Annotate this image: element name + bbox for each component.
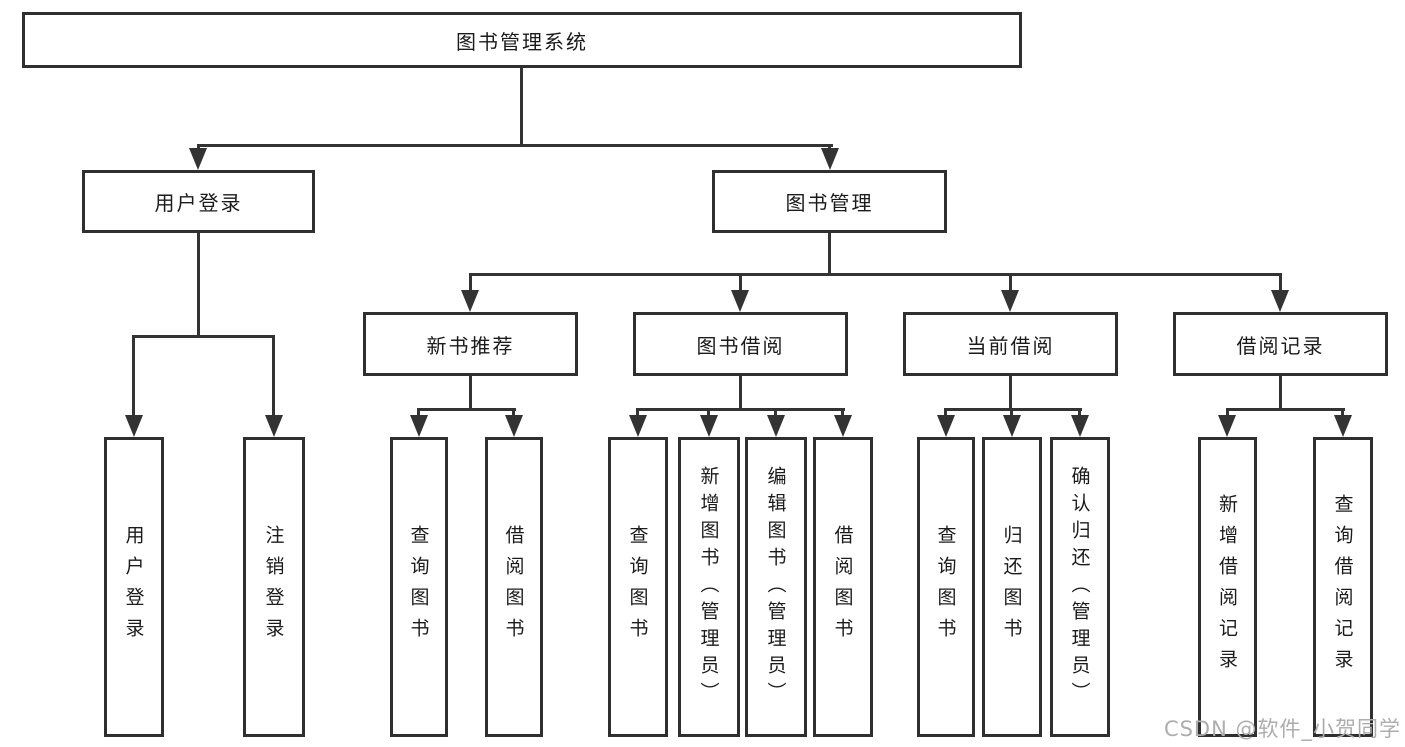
connector-borrowing-stem <box>739 376 742 408</box>
node-current-borrowing: 当前借阅 <box>903 312 1118 376</box>
connector-borrowing-drop-1 <box>636 408 639 419</box>
arrow-down-icon <box>505 415 523 437</box>
connector-newbook-drop-1 <box>417 408 420 419</box>
connector-records-drop-1 <box>1226 408 1229 419</box>
leaf-user-login: 用户登录 <box>104 437 164 737</box>
node-book-management-system: 图书管理系统 <box>22 12 1022 68</box>
arrow-down-icon <box>461 290 479 312</box>
node-borrowing-records: 借阅记录 <box>1173 312 1388 376</box>
connector-root-bar <box>197 144 833 147</box>
arrow-down-icon <box>731 290 749 312</box>
leaf-confirm-return-admin: 确认归还（管理员） <box>1050 437 1110 737</box>
node-book-borrowing: 图书借阅 <box>633 312 848 376</box>
connector-root-stem <box>520 68 523 144</box>
leaf-add-book-admin: 新增图书（管理员） <box>678 437 740 737</box>
leaf-add-borrow-record: 新增借阅记录 <box>1198 437 1257 737</box>
arrow-down-icon <box>1334 415 1352 437</box>
connector-newbook-bar <box>417 408 516 411</box>
connector-borrowing-drop-4 <box>841 408 844 419</box>
leaf-borrow-books-recommend: 借阅图书 <box>485 437 543 737</box>
leaf-logout: 注销登录 <box>243 437 305 737</box>
connector-book-mgmt-drop-2 <box>739 273 742 294</box>
connector-borrowing-drop-2 <box>707 408 710 419</box>
arrow-down-icon <box>1001 290 1019 312</box>
leaf-borrow-books-borrowing: 借阅图书 <box>813 437 873 737</box>
leaf-edit-book-admin: 编辑图书（管理员） <box>745 437 807 737</box>
connector-book-mgmt-bar <box>469 273 1282 276</box>
arrow-down-icon <box>700 415 718 437</box>
connector-current-drop-2 <box>1010 408 1013 419</box>
node-user-login: 用户登录 <box>82 170 315 233</box>
leaf-query-books-current: 查询图书 <box>917 437 975 737</box>
node-new-book-recommend: 新书推荐 <box>363 312 578 376</box>
arrow-down-icon <box>1071 415 1089 437</box>
leaf-return-books: 归还图书 <box>982 437 1042 737</box>
arrow-down-icon <box>937 415 955 437</box>
leaf-query-borrow-record: 查询借阅记录 <box>1313 437 1373 737</box>
node-book-management: 图书管理 <box>712 170 947 233</box>
connector-book-mgmt-drop-1 <box>469 273 472 294</box>
leaf-query-books-recommend: 查询图书 <box>390 437 448 737</box>
arrow-down-icon <box>834 415 852 437</box>
connector-current-stem <box>1009 376 1012 408</box>
connector-records-stem <box>1279 376 1282 408</box>
connector-user-login-stem <box>197 233 200 335</box>
arrow-down-icon <box>410 415 428 437</box>
arrow-down-icon <box>125 415 143 437</box>
connector-user-login-drop-2 <box>272 335 275 419</box>
connector-borrowing-bar <box>636 408 845 411</box>
arrow-down-icon <box>189 148 207 170</box>
connector-borrowing-drop-3 <box>774 408 777 419</box>
arrow-down-icon <box>1218 415 1236 437</box>
connector-book-mgmt-drop-3 <box>1009 273 1012 294</box>
connector-current-drop-1 <box>944 408 947 419</box>
arrow-down-icon <box>821 148 839 170</box>
connector-records-bar <box>1226 408 1345 411</box>
arrow-down-icon <box>1271 290 1289 312</box>
arrow-down-icon <box>1003 415 1021 437</box>
connector-records-drop-2 <box>1341 408 1344 419</box>
arrow-down-icon <box>629 415 647 437</box>
leaf-query-books-borrowing: 查询图书 <box>608 437 668 737</box>
connector-newbook-stem <box>469 376 472 408</box>
connector-book-mgmt-drop-4 <box>1279 273 1282 294</box>
connector-user-login-bar <box>132 335 275 338</box>
csdn-watermark: CSDN @软件_小贺同学 <box>1163 717 1401 741</box>
arrow-down-icon <box>767 415 785 437</box>
connector-newbook-drop-2 <box>512 408 515 419</box>
connector-current-bar <box>944 408 1082 411</box>
connector-user-login-drop-1 <box>132 335 135 419</box>
arrow-down-icon <box>265 415 283 437</box>
connector-book-mgmt-stem <box>828 233 831 273</box>
connector-current-drop-3 <box>1078 408 1081 419</box>
